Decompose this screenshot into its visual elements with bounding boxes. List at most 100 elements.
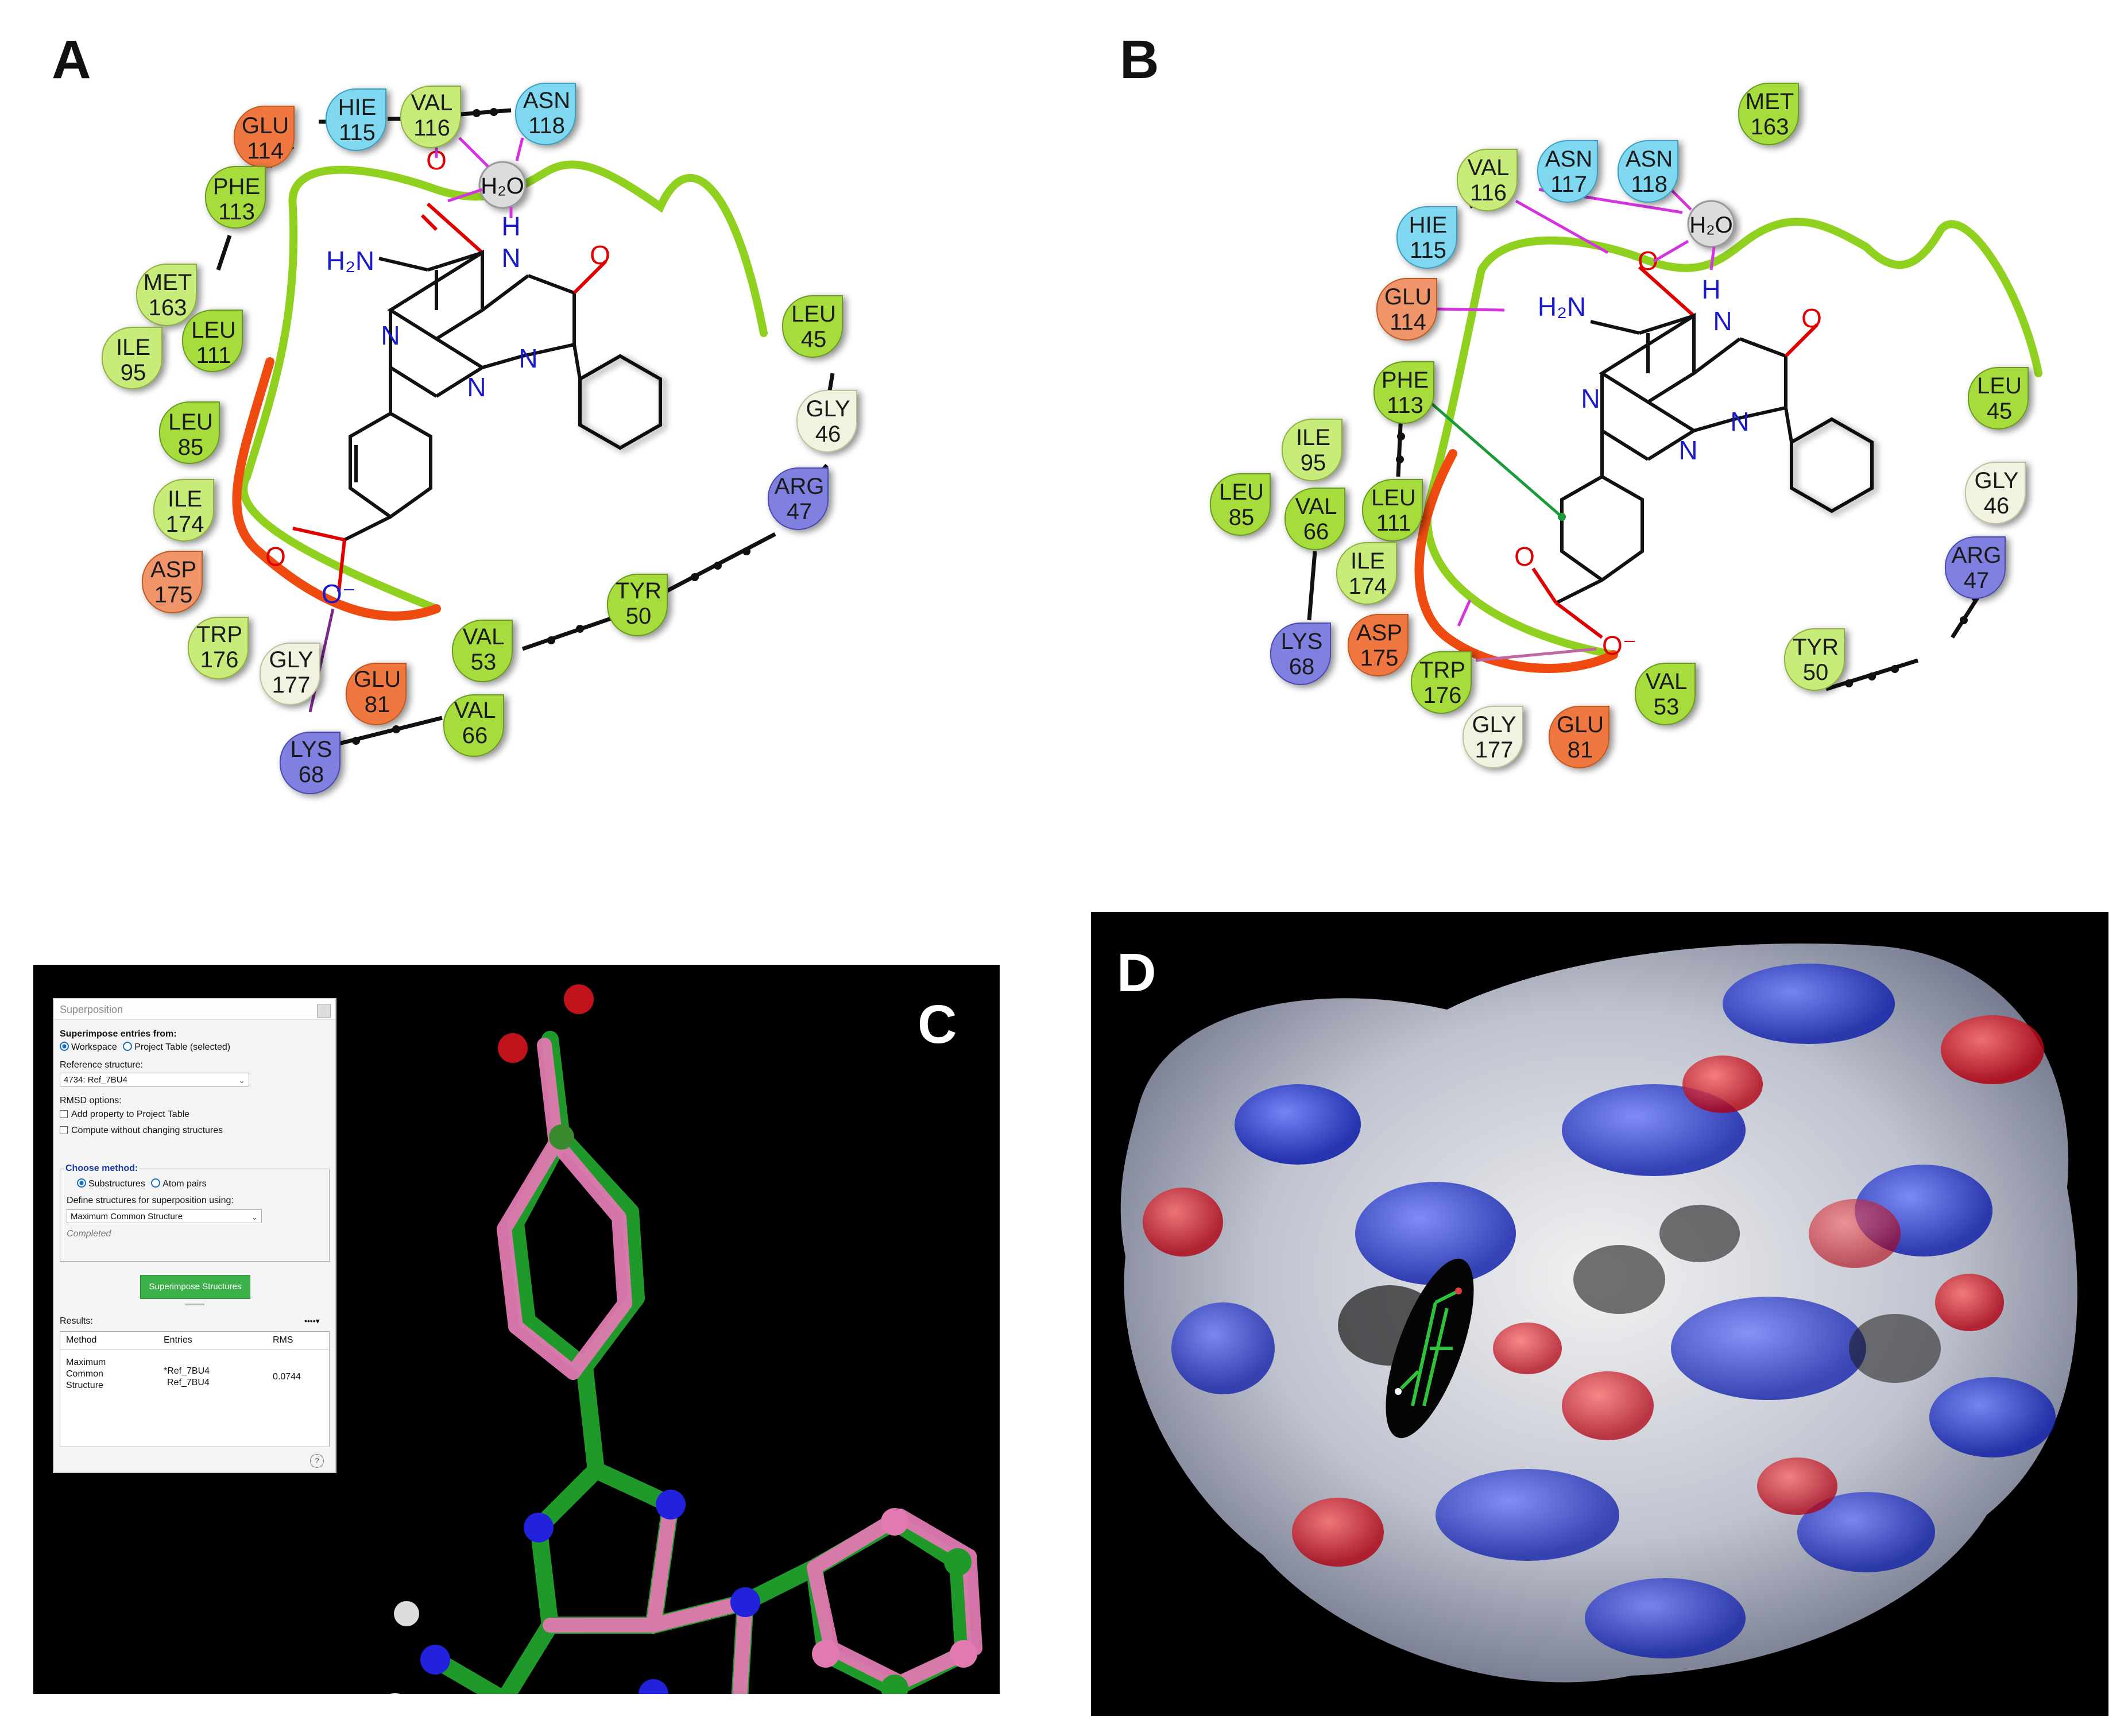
svg-text:163: 163: [1751, 114, 1789, 140]
row-entry-1: *Ref_7BU4: [164, 1366, 210, 1376]
pipi-contact-b: [1429, 401, 1563, 518]
row-rms: 0.0744: [273, 1372, 301, 1382]
splitter-handle[interactable]: [185, 1304, 204, 1305]
svg-text:GLU: GLU: [1557, 712, 1604, 737]
radio-workspace[interactable]: [60, 1042, 69, 1051]
svg-text:163: 163: [149, 295, 187, 320]
help-button[interactable]: ?: [310, 1454, 324, 1468]
svg-text:LEU: LEU: [168, 409, 213, 435]
checkbox-add-property[interactable]: [60, 1110, 68, 1118]
svg-text:116: 116: [413, 115, 450, 141]
pocket-outline-b: [1423, 218, 2042, 659]
radio-atom-pairs[interactable]: [151, 1178, 161, 1188]
radio-project-table[interactable]: [123, 1042, 133, 1051]
svg-text:53: 53: [1654, 694, 1680, 720]
header-rms: RMS: [273, 1335, 293, 1345]
svg-text:LEU: LEU: [791, 301, 836, 327]
atom-n-b4: N: [1581, 384, 1600, 413]
svg-text:LEU: LEU: [191, 318, 236, 343]
atom-o-minus-b: O⁻: [1602, 631, 1636, 660]
svg-text:ASN: ASN: [523, 88, 570, 113]
water-b: [1687, 200, 1735, 248]
ligand-b: O H₂N N H O N N N O O⁻: [1514, 246, 1874, 660]
svg-text:GLY: GLY: [1472, 712, 1516, 737]
svg-text:174: 174: [1349, 574, 1387, 599]
pocket-outline-a-charged: [232, 357, 441, 621]
reference-structure-label: Reference structure:: [60, 1060, 143, 1070]
svg-text:175: 175: [1360, 645, 1399, 671]
results-table-header: [60, 1332, 329, 1350]
checkbox-compute-label: Compute without changing structures: [71, 1126, 223, 1135]
header-entries: Entries: [164, 1335, 192, 1345]
svg-text:GLU: GLU: [354, 667, 401, 692]
svg-text:LEU: LEU: [1219, 480, 1264, 505]
atom-h-b1: H: [1701, 274, 1720, 304]
svg-text:68: 68: [299, 762, 324, 787]
choose-method-label: Choose method:: [64, 1163, 140, 1174]
svg-text:ILE: ILE: [1351, 548, 1385, 574]
results-table: Method Entries RMS Maximum Common Struct…: [60, 1331, 330, 1447]
panel-label-a: A: [52, 29, 91, 90]
define-structures-select[interactable]: Maximum Common Structure⌄: [67, 1209, 262, 1223]
svg-text:TYR: TYR: [616, 578, 661, 604]
atom-spheres: [389, 984, 977, 1694]
svg-text:45: 45: [1987, 399, 2013, 424]
results-menu-icon[interactable]: ••••▾: [304, 1316, 320, 1325]
superimpose-structures-button[interactable]: Superimpose Structures: [140, 1275, 250, 1299]
atom-n-a3: N: [467, 372, 486, 402]
ligand-green-model: [427, 1031, 972, 1694]
reference-structure-select[interactable]: 4734: Ref_7BU4⌄: [60, 1073, 249, 1087]
water-label-b: H₂O: [1689, 212, 1733, 238]
hbonds-a: [308, 137, 524, 713]
atom-o-a3: O: [265, 542, 286, 571]
surface-patches: [1143, 964, 2056, 1658]
row-method: Maximum Common Structure: [66, 1358, 106, 1390]
svg-text:46: 46: [1984, 493, 2010, 519]
svg-text:115: 115: [1410, 238, 1446, 263]
water-a: [478, 161, 527, 209]
svg-text:47: 47: [1964, 568, 1990, 593]
svg-text:53: 53: [471, 649, 497, 675]
svg-text:ASP: ASP: [150, 557, 196, 582]
svg-text:ASP: ASP: [1356, 620, 1402, 645]
svg-text:ILE: ILE: [116, 335, 150, 360]
close-button[interactable]: [317, 1004, 331, 1018]
svg-text:PHE: PHE: [213, 174, 260, 199]
hbonds-b: [1435, 183, 1716, 662]
svg-text:LEU: LEU: [1371, 485, 1416, 511]
electrostatic-surface-view: D: [1091, 912, 2108, 1716]
option-workspace-label: Workspace: [71, 1042, 117, 1052]
svg-text:TYR: TYR: [1793, 635, 1839, 660]
radio-substructures[interactable]: [77, 1178, 86, 1188]
atom-n-a2: N: [519, 343, 537, 373]
svg-text:68: 68: [1289, 654, 1315, 679]
svg-text:VAL: VAL: [463, 624, 505, 649]
svg-text:ARG: ARG: [1952, 543, 2002, 568]
svg-text:50: 50: [626, 604, 652, 629]
surface-body: [1120, 943, 2077, 1683]
svg-text:116: 116: [1470, 180, 1507, 206]
svg-text:81: 81: [1568, 737, 1593, 763]
svg-text:46: 46: [815, 422, 841, 447]
checkbox-compute[interactable]: [60, 1126, 68, 1134]
